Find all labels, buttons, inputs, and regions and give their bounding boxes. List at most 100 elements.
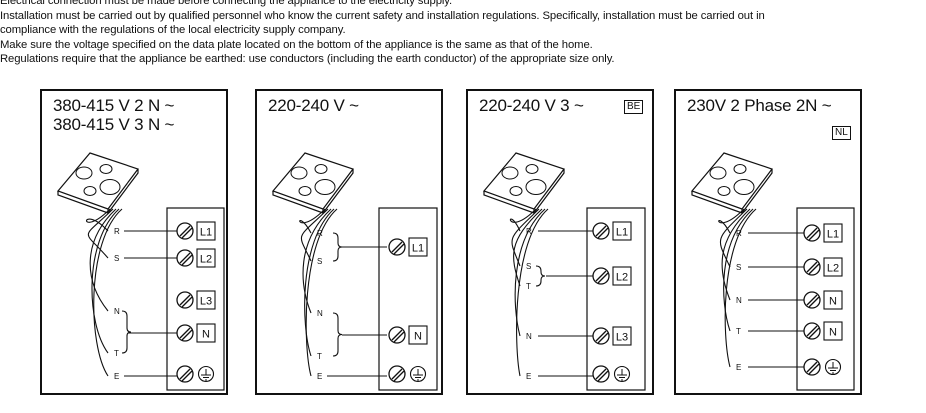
- terminal-label-box: [612, 266, 632, 286]
- wire-bridge: [121, 310, 132, 354]
- terminal-label-box: [612, 221, 632, 241]
- hob-burner: [501, 166, 519, 180]
- terminal-label: L1: [827, 229, 839, 241]
- diagram-title: 380-415 V 2 N ~ 380-415 V 3 N ~: [53, 96, 175, 134]
- wire-label: E: [526, 372, 531, 381]
- terminal-screw-slot: [391, 368, 403, 380]
- terminal-screw-slot: [806, 227, 818, 239]
- wire-label: S: [526, 262, 531, 271]
- terminal-label: L2: [200, 254, 212, 266]
- diagram-title: 220-240 V 3 ~: [479, 96, 584, 115]
- wire-bridge: [332, 232, 343, 262]
- cable-wire: [91, 208, 120, 354]
- terminal-screw-slot: [808, 229, 820, 241]
- terminal-screw-slot: [595, 368, 607, 380]
- wire-label: E: [736, 363, 741, 372]
- wire-bridge: [332, 312, 343, 357]
- hob-burner: [314, 179, 336, 195]
- terminal-label: L2: [616, 272, 628, 284]
- instruction-line: Electrical connection must be made befor…: [0, 0, 453, 7]
- wire-label: T: [736, 327, 741, 336]
- terminal-label-box: [823, 321, 843, 341]
- wire-label: N: [736, 296, 742, 305]
- terminal-screw-slot: [179, 294, 191, 306]
- wire-label: N: [114, 307, 120, 316]
- cable-wire: [299, 208, 326, 234]
- instruction-line: Make sure the voltage specified on the d…: [0, 38, 593, 51]
- terminal-label: N: [414, 331, 422, 343]
- wire-label: R: [114, 227, 120, 236]
- country-badge: BE: [624, 100, 644, 114]
- terminal-screw-slot: [595, 270, 607, 282]
- hob-burner: [509, 186, 523, 196]
- diagram-title: 230V 2 Phase 2N ~: [687, 96, 832, 115]
- cable-wire: [723, 208, 754, 332]
- hob-burner: [290, 166, 308, 180]
- hob-burner: [717, 186, 731, 196]
- cable-wire: [302, 208, 332, 314]
- terminal-screw-slot: [806, 261, 818, 273]
- cable-wire: [718, 208, 745, 234]
- terminal-label-box: [196, 323, 216, 343]
- hob-surface: [690, 152, 773, 210]
- terminal-label: L1: [200, 227, 212, 239]
- hob-burner: [99, 164, 113, 174]
- wire-label: T: [317, 352, 322, 361]
- terminal-screw-slot: [597, 370, 609, 382]
- terminal-label: L3: [616, 332, 628, 344]
- terminal-label-box: [823, 223, 843, 243]
- hob-icon: [690, 152, 773, 214]
- terminal-label-box: [408, 325, 428, 345]
- wire-label: R: [526, 227, 532, 236]
- terminal-screw-slot: [181, 296, 193, 308]
- hob-surface: [56, 152, 139, 210]
- cable-wire: [516, 208, 549, 377]
- wire-label: S: [317, 257, 322, 266]
- terminal-label: L1: [616, 227, 628, 239]
- cable-wire: [89, 208, 117, 312]
- cable-wire: [87, 208, 114, 259]
- terminal-label-box: [196, 290, 216, 310]
- terminal-screw-slot: [806, 361, 818, 373]
- cable-wire: [300, 208, 329, 262]
- terminal-screw-slot: [179, 252, 191, 264]
- terminal-screw-slot: [597, 227, 609, 239]
- country-badge: NL: [832, 126, 851, 140]
- hob-icon: [271, 152, 354, 214]
- terminal-screw-slot: [181, 227, 193, 239]
- terminal-label: L2: [827, 263, 839, 275]
- hob-burner: [525, 164, 539, 174]
- hob-burner: [525, 179, 547, 195]
- hob-burner: [75, 166, 93, 180]
- terminal-screw-slot: [391, 241, 403, 253]
- terminal-screw-slot: [179, 368, 191, 380]
- hob-burner: [709, 166, 727, 180]
- terminal-label-box: [823, 257, 843, 277]
- wire-label: T: [114, 349, 119, 358]
- wire-label: R: [736, 229, 742, 238]
- hob-surface: [271, 152, 354, 210]
- terminal-label: N: [829, 327, 837, 339]
- wire-bridge: [535, 265, 546, 287]
- hob-icon: [56, 152, 139, 214]
- cable-wire: [514, 208, 546, 337]
- terminal-label: L1: [412, 243, 424, 255]
- terminal-screw-slot: [808, 263, 820, 275]
- terminal-screw-slot: [597, 332, 609, 344]
- wire-label: S: [114, 254, 119, 263]
- cable-wire: [85, 208, 111, 232]
- terminal-screw-slot: [181, 329, 193, 341]
- terminal-label: N: [202, 329, 210, 341]
- terminal-label: N: [829, 296, 837, 308]
- hob-burner: [314, 164, 328, 174]
- terminal-label-box: [408, 237, 428, 257]
- terminal-screw-slot: [181, 254, 193, 266]
- terminal-screw-slot: [181, 370, 193, 382]
- terminal-screw-slot: [806, 325, 818, 337]
